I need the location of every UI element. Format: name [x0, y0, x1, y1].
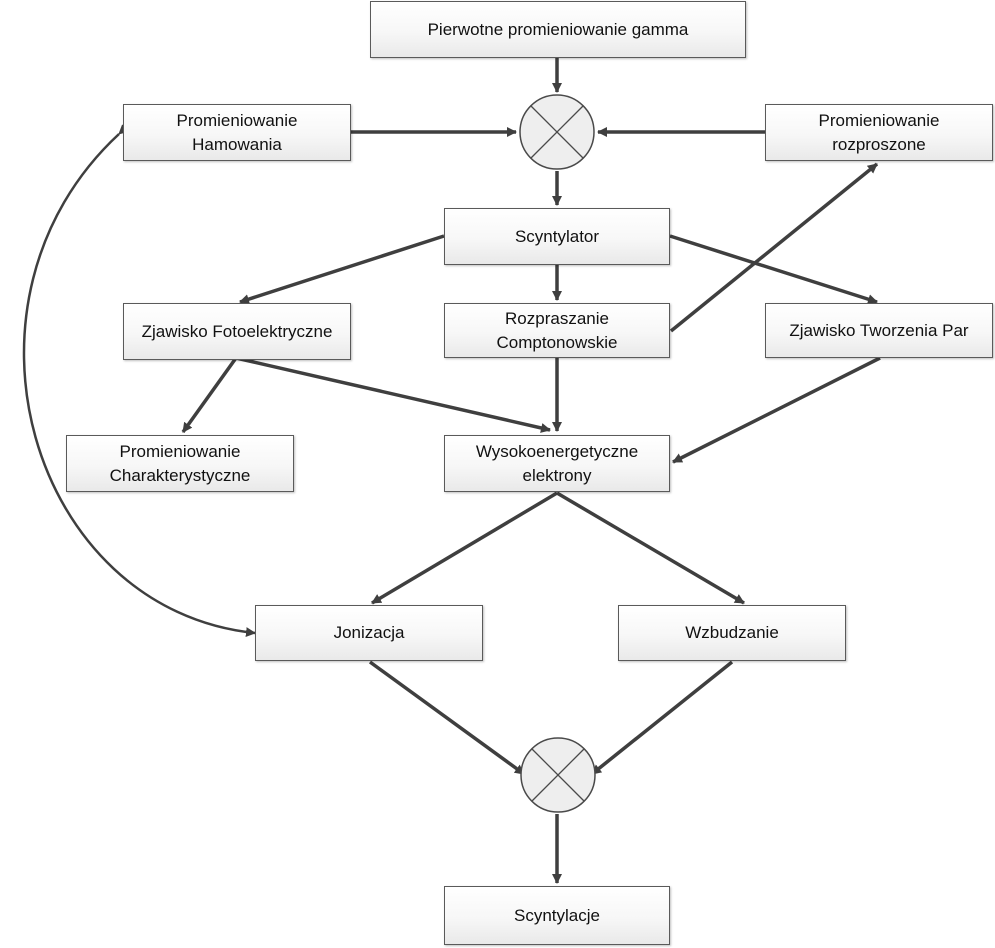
node-compton-scattering: Rozpraszanie Comptonowskie [444, 303, 670, 358]
node-characteristic-radiation: Promieniowanie Charakterystyczne [66, 435, 294, 492]
node-excitation: Wzbudzanie [618, 605, 846, 661]
arrow-pair-to-electrons [672, 356, 881, 464]
arrow-excitation-to-junction [590, 660, 734, 776]
summing-junction-bottom [520, 737, 596, 813]
arrow-ionization-bremsstrahlung-curve [22, 124, 256, 638]
node-scattered-radiation: Promieniowanie rozproszone [765, 104, 993, 161]
arrow-electrons-to-ionization [371, 491, 558, 605]
node-bremsstrahlung: Promieniowanie Hamowania [123, 104, 351, 161]
arrow-ionization-to-junction [368, 660, 526, 776]
node-high-energy-electrons: Wysokoenergetyczne elektrony [444, 435, 670, 492]
node-photoelectric-effect: Zjawisko Fotoelektryczne [123, 303, 351, 360]
arrow-photoelectric-to-electrons [235, 356, 551, 433]
node-scintillations: Scyntylacje [444, 886, 670, 945]
summing-junction-top [519, 94, 595, 170]
arrow-photoelectric-to-characteristic [181, 356, 238, 434]
arrow-scintillator-to-pair [669, 234, 878, 305]
arrow-compton-to-scattered [669, 162, 879, 333]
node-primary-gamma: Pierwotne promieniowanie gamma [370, 1, 746, 58]
arrow-scintillator-to-photoelectric [239, 234, 445, 304]
arrow-electrons-to-excitation [556, 491, 745, 605]
node-scintillator: Scyntylator [444, 208, 670, 265]
node-ionization: Jonizacja [255, 605, 483, 661]
node-pair-production: Zjawisko Tworzenia Par [765, 303, 993, 358]
